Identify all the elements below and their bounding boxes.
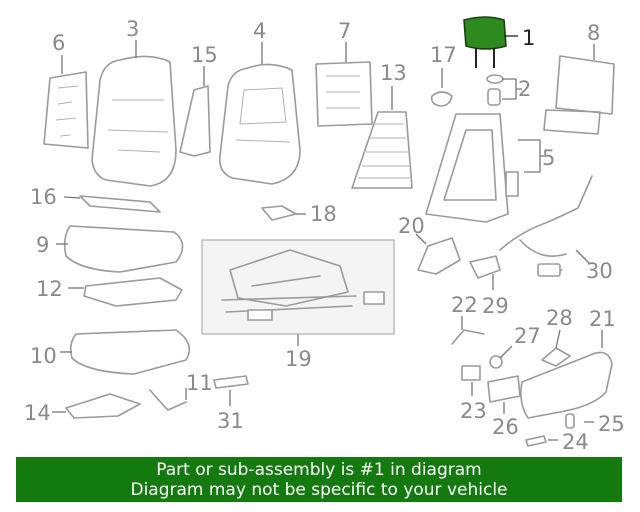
callout-6: 6 [52, 31, 65, 55]
part-22-rod[interactable] [451, 329, 485, 345]
part-6-back-panel[interactable] [43, 71, 89, 149]
part-23-switch[interactable] [461, 365, 481, 381]
part-9-cushion-cover[interactable] [63, 225, 184, 273]
part-15-trim[interactable] [179, 85, 211, 157]
callout-12: 12 [36, 277, 63, 301]
part-2-guides[interactable] [486, 74, 504, 106]
callout-22: 22 [451, 293, 478, 317]
callout-21: 21 [589, 307, 616, 331]
callout-25: 25 [598, 412, 625, 436]
part-12-cushion-frame[interactable] [83, 277, 183, 307]
part-10-cushion-pad[interactable] [69, 329, 191, 375]
callout-24: 24 [562, 430, 589, 454]
callout-2: 2 [518, 77, 531, 101]
part-29-trim[interactable] [469, 255, 501, 279]
part-21-side-shield[interactable] [520, 351, 613, 419]
callout-5: 5 [542, 146, 555, 170]
callout-8: 8 [587, 21, 600, 45]
part-13-spring-mat[interactable] [351, 111, 413, 189]
callout-16: 16 [30, 185, 57, 209]
part-27-clip[interactable] [489, 355, 503, 369]
part-19-adjuster[interactable] [201, 239, 395, 335]
seat-parts-diagram: 6 3 15 4 7 13 1 2 [24, 16, 625, 454]
part-17-clip[interactable] [430, 91, 453, 107]
callout-31: 31 [217, 409, 244, 433]
callout-9: 9 [36, 233, 49, 257]
part-31-cover[interactable] [213, 375, 249, 389]
part-5-frame[interactable] [425, 113, 519, 223]
callout-29: 29 [482, 294, 509, 318]
part-20-cover[interactable] [417, 237, 461, 275]
banner-line-2: Diagram may not be specific to your vehi… [130, 479, 508, 500]
callout-17: 17 [430, 43, 457, 67]
banner-line-1: Part or sub-assembly is #1 in diagram [156, 459, 482, 480]
part-14-track[interactable] [65, 393, 141, 419]
callout-11: 11 [186, 371, 213, 395]
callout-19: 19 [285, 347, 312, 371]
callout-27: 27 [514, 324, 541, 348]
callout-18: 18 [310, 202, 337, 226]
part-30-harness[interactable] [499, 175, 593, 277]
part-3-seatback-cover[interactable] [91, 55, 177, 187]
part-25-plug[interactable] [565, 413, 575, 429]
callout-20: 20 [398, 214, 425, 238]
part-26-bezel[interactable] [487, 375, 521, 403]
callout-23: 23 [460, 399, 487, 423]
callout-3: 3 [126, 17, 139, 41]
callout-1: 1 [522, 26, 535, 50]
part-16-pad[interactable] [79, 195, 161, 213]
part-7-lumbar[interactable] [315, 61, 373, 127]
callout-13: 13 [380, 61, 407, 85]
info-banner: Part or sub-assembly is #1 in diagram Di… [16, 457, 622, 502]
part-4-seatback-pad[interactable] [218, 63, 301, 185]
part-18-bracket[interactable] [261, 205, 297, 221]
callout-30: 30 [586, 259, 613, 283]
part-24-clip[interactable] [525, 435, 547, 447]
callout-15: 15 [191, 43, 218, 67]
callout-7: 7 [338, 19, 351, 43]
part-1-headrest[interactable] [463, 16, 507, 68]
callout-28: 28 [546, 306, 573, 330]
callout-14: 14 [24, 401, 51, 425]
callout-10: 10 [30, 344, 57, 368]
part-11-harness[interactable] [149, 389, 187, 411]
part-8-rear-panel[interactable] [543, 55, 615, 135]
callout-4: 4 [253, 19, 266, 43]
part-28-bracket[interactable] [541, 347, 571, 367]
callout-26: 26 [492, 415, 519, 439]
